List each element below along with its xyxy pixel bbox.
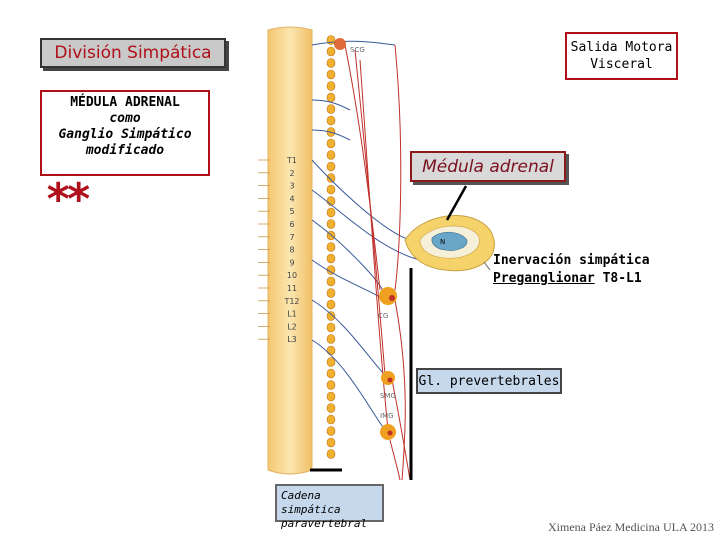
- salida-line-2: Visceral: [567, 56, 676, 73]
- chain-ganglion: [327, 47, 335, 56]
- label-scg: SCG: [350, 46, 365, 54]
- chain-ganglion: [327, 369, 335, 378]
- chain-ganglion: [327, 289, 335, 298]
- paravertebral-chain: [327, 36, 335, 459]
- chain-ganglion: [327, 438, 335, 447]
- salida-motora-box: Salida Motora Visceral: [565, 32, 678, 80]
- chain-ganglion: [327, 185, 335, 194]
- medula-adrenal-note: MÉDULA ADRENAL como Ganglio Simpático mo…: [40, 90, 210, 176]
- chain-ganglion: [327, 335, 335, 344]
- double-asterisk: **: [45, 180, 86, 220]
- segment-label: L1: [287, 310, 297, 319]
- medula-line-2: como: [42, 111, 208, 127]
- segment-label: 7: [289, 233, 294, 242]
- inervacion-line-1: Inervación simpática: [493, 252, 693, 270]
- chain-ganglion: [327, 277, 335, 286]
- chain-ganglion: [327, 323, 335, 332]
- chain-ganglion: [327, 312, 335, 321]
- chain-ganglion: [327, 415, 335, 424]
- chain-ganglion: [327, 392, 335, 401]
- label-smg: SMG: [380, 392, 396, 400]
- chain-ganglion: [327, 208, 335, 217]
- segment-label: 4: [289, 194, 294, 203]
- chain-ganglion: [327, 139, 335, 148]
- adrenal-pointer: [447, 186, 466, 220]
- segment-label: 6: [289, 220, 294, 229]
- ganglion-scg: [334, 38, 346, 50]
- segment-label: 5: [289, 207, 294, 216]
- chain-ganglion: [327, 220, 335, 229]
- salida-line-1: Salida Motora: [567, 39, 676, 56]
- ganglion-img: [380, 424, 396, 440]
- preganglionar-word: Preganglionar: [493, 271, 595, 286]
- chain-ganglion: [327, 70, 335, 79]
- ganglion-smg: [381, 371, 395, 385]
- chain-ganglion: [327, 427, 335, 436]
- cadena-line-2: paravertebral: [281, 517, 378, 531]
- inervacion-line-2: Preganglionar T8-L1: [493, 270, 693, 288]
- medula-line-1: MÉDULA ADRENAL: [42, 95, 208, 111]
- chain-ganglion: [327, 381, 335, 390]
- segment-label: 11: [287, 284, 297, 293]
- division-title: División Simpática: [40, 38, 226, 68]
- gl-prevertebrales-box: Gl. prevertebrales: [416, 368, 562, 394]
- ganglion-cg: [379, 287, 397, 305]
- segment-range: T8-L1: [595, 271, 642, 286]
- segment-label: 2: [289, 169, 294, 178]
- chain-ganglion: [327, 300, 335, 309]
- medula-line-3: Ganglio Simpático: [42, 127, 208, 143]
- credit-text: Ximena Páez Medicina ULA 2013: [548, 520, 714, 535]
- cadena-line-1: Cadena simpática: [281, 489, 378, 517]
- segment-label: L2: [287, 322, 297, 331]
- chain-ganglion: [327, 151, 335, 160]
- segment-label: T12: [283, 297, 299, 306]
- chain-ganglion: [327, 116, 335, 125]
- svg-text:N: N: [440, 238, 445, 246]
- chain-ganglion: [327, 254, 335, 263]
- adrenal-gland: N: [405, 216, 494, 271]
- cadena-simpatica-box: Cadena simpática paravertebral: [275, 484, 384, 522]
- segment-label: 10: [287, 271, 297, 280]
- label-cg: CG: [378, 312, 388, 320]
- segment-label: 9: [289, 258, 294, 267]
- chain-ganglion: [327, 36, 335, 45]
- label-img: IMG: [380, 412, 394, 420]
- inervacion-text: Inervación simpática Preganglionar T8-L1: [493, 252, 693, 288]
- segment-label: T1: [286, 156, 297, 165]
- chain-ganglion: [327, 82, 335, 91]
- chain-ganglion: [327, 404, 335, 413]
- medula-adrenal-label: Médula adrenal: [410, 151, 566, 182]
- chain-ganglion: [327, 174, 335, 183]
- chain-ganglion: [327, 346, 335, 355]
- chain-ganglion: [327, 243, 335, 252]
- chain-ganglion: [327, 162, 335, 171]
- segment-label: 8: [289, 246, 294, 255]
- segment-label: L3: [287, 335, 297, 344]
- chain-ganglion: [327, 59, 335, 68]
- chain-ganglion: [327, 93, 335, 102]
- chain-ganglion: [327, 450, 335, 459]
- segment-label: 3: [289, 182, 294, 191]
- chain-ganglion: [327, 105, 335, 114]
- medula-line-4: modificado: [42, 143, 208, 159]
